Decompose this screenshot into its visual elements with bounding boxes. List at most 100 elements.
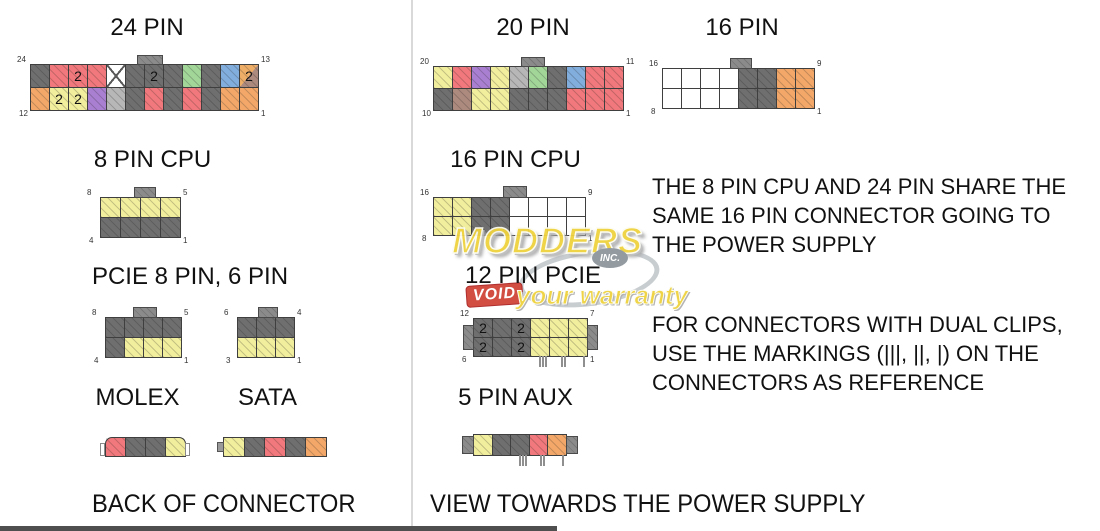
pin-cell xyxy=(105,317,125,338)
pin-cell xyxy=(547,197,567,217)
clip-marking-line xyxy=(583,356,585,367)
pin-number-label: 1 xyxy=(261,109,266,118)
title-16pin: 16 PIN xyxy=(705,14,779,41)
pin-cell xyxy=(106,87,126,111)
pin-cell xyxy=(490,197,510,217)
pin-cell xyxy=(182,87,202,111)
pin-cell xyxy=(738,88,758,109)
pin-cell xyxy=(700,88,720,109)
clip-marking-line xyxy=(543,455,545,466)
pin-cell xyxy=(140,217,161,238)
pin-cell xyxy=(100,217,121,238)
pin-cell xyxy=(120,217,141,238)
clip-tab xyxy=(258,307,278,318)
pin-cell xyxy=(528,197,548,217)
side-clip-tab-right xyxy=(587,325,598,350)
pin-cell xyxy=(106,64,126,88)
pin-cell xyxy=(162,337,182,358)
connector-molex xyxy=(100,437,190,457)
pin-cell xyxy=(547,434,567,456)
pin-number-label: 6 xyxy=(224,308,229,317)
connector-sata xyxy=(217,437,327,457)
pin-cell xyxy=(528,66,548,89)
pin-cell xyxy=(757,68,777,89)
pin-cell xyxy=(604,66,624,89)
pin-cell xyxy=(256,337,276,358)
pin-number-label: 1 xyxy=(184,356,189,365)
pin-cell xyxy=(105,437,126,457)
clip-marking-line xyxy=(540,455,542,466)
molex-latch-right xyxy=(185,443,190,456)
pin-cell xyxy=(547,66,567,89)
pin-cell xyxy=(547,88,567,111)
pin-cell xyxy=(491,434,511,456)
pin-number-label: 24 xyxy=(17,55,26,64)
pin-cell xyxy=(585,66,605,89)
pin-cell xyxy=(776,68,796,89)
pin-cell xyxy=(585,88,605,111)
pin-cell xyxy=(471,66,491,89)
clip-tab xyxy=(503,186,527,198)
pin-number-label: 5 xyxy=(183,188,188,197)
pin-cell xyxy=(700,68,720,89)
clip-tab xyxy=(133,307,157,318)
title-5pinaux: 5 PIN AUX xyxy=(458,384,573,411)
title-16pincpu: 16 PIN CPU xyxy=(450,146,581,173)
pin-cell xyxy=(795,68,815,89)
pin-cell xyxy=(162,317,182,338)
pin-cell: 2 xyxy=(473,318,493,338)
pin-cell xyxy=(566,197,586,217)
pin-cell xyxy=(125,64,145,88)
title-8pincpu: 8 PIN CPU xyxy=(93,146,212,173)
clip-marking-line xyxy=(561,455,564,466)
pin-cell xyxy=(509,216,529,236)
pin-cell xyxy=(528,434,548,456)
pin-cell xyxy=(30,87,50,111)
pin-cell xyxy=(530,318,550,338)
pin-number-label: 8 xyxy=(422,234,427,243)
clip-marking-line xyxy=(561,356,563,367)
pin-number-label: 9 xyxy=(817,59,822,68)
pin-cell xyxy=(220,87,240,111)
pin-cell xyxy=(140,197,161,218)
pin-cell xyxy=(143,317,163,338)
pin-number-label: 1 xyxy=(817,107,822,116)
pin-cell xyxy=(528,216,548,236)
pin-cell xyxy=(201,87,221,111)
pin-number-label: 8 xyxy=(651,107,656,116)
note-shared-connector: THE 8 PIN CPU AND 24 PIN SHARE THE SAME … xyxy=(652,174,1067,257)
pin-cell xyxy=(568,337,588,357)
pin-number-label: 6 xyxy=(462,355,467,364)
pin-cell xyxy=(473,434,493,456)
pin-cell xyxy=(566,66,586,89)
pin-number-label: 16 xyxy=(649,59,658,68)
pin-cell xyxy=(566,216,586,236)
pin-cell xyxy=(738,68,758,89)
pin-cell xyxy=(284,437,306,457)
clip-tab xyxy=(521,57,545,67)
pin-cell: 2 xyxy=(68,87,88,111)
pin-number-label: 3 xyxy=(226,356,231,365)
pin-cell xyxy=(165,437,186,457)
pin-number-label: 12 xyxy=(460,309,469,318)
pin-cell xyxy=(87,64,107,88)
pin-cell xyxy=(305,437,327,457)
pin-cell xyxy=(433,216,453,236)
pin-number-label: 5 xyxy=(184,308,189,317)
pin-cell xyxy=(243,437,265,457)
pin-number-label: 1 xyxy=(590,355,595,364)
sata-side-nub xyxy=(217,442,224,452)
pin-cell xyxy=(492,337,512,357)
pin-cell xyxy=(125,437,146,457)
pin-number-label: 12 xyxy=(19,109,28,118)
pin-cell xyxy=(568,318,588,338)
clip-tab xyxy=(134,187,156,198)
pin-cell xyxy=(471,88,491,111)
clip-marking-line xyxy=(539,356,541,367)
pin-number-label: 1 xyxy=(297,356,302,365)
pin-cell xyxy=(145,437,166,457)
